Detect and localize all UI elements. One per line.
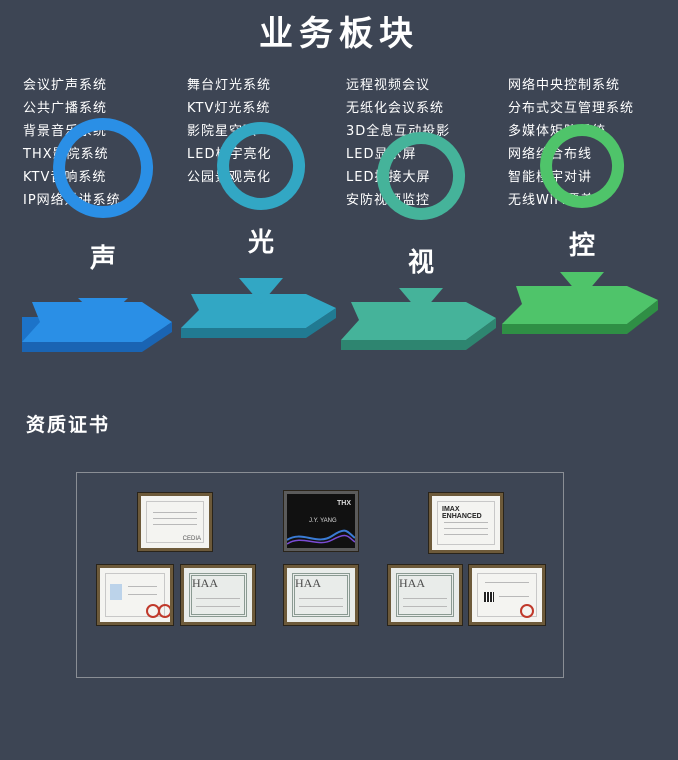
service-item: 舞台灯光系统 (187, 78, 272, 93)
service-item: KTV灯光系统 (187, 101, 271, 116)
service-item: LED拼接大屏 (346, 170, 431, 185)
category-label: 视 (407, 248, 434, 278)
service-item: 网络中央控制系统 (508, 78, 621, 93)
category-label: 光 (247, 228, 274, 258)
certificate-brand: IMAX ENHANCED (442, 506, 482, 520)
page-title: 业务板块 (259, 14, 419, 54)
map-pin-arrow-icon (341, 132, 496, 350)
category-label: 声 (89, 244, 116, 274)
certificate-professional (468, 564, 546, 626)
map-pin-arrow-icon (502, 124, 658, 334)
certificate-professional (96, 564, 174, 626)
certificate-brand: HAA (295, 576, 321, 590)
category-control: 控 (502, 124, 662, 348)
category-video: 视 (341, 132, 501, 360)
service-column-light: 舞台灯光系统 KTV灯光系统 影院星空顶 LED楼宇亮化 公园景观亮化 (187, 74, 271, 189)
service-item: 公共广播系统 (23, 101, 108, 116)
certificate-brand: CEDIA (182, 536, 201, 542)
wave-graphic-icon (287, 529, 355, 545)
certificate-holder: J.Y. YANG (309, 518, 337, 524)
service-item: THX影院系统 (23, 147, 109, 162)
category-sound: 声 (22, 118, 182, 360)
service-item: 会议扩声系统 (23, 78, 108, 93)
certificate-thx: THX J.Y. YANG (283, 490, 359, 552)
category-light: 光 (181, 122, 341, 352)
map-pin-arrow-icon (22, 118, 172, 352)
certificate-haa: HAA (387, 564, 463, 626)
certificates-title: 资质证书 (26, 414, 111, 436)
certificate-imax: IMAX ENHANCED (428, 492, 504, 554)
certificate-haa: HAA (283, 564, 359, 626)
map-pin-arrow-icon (181, 122, 336, 338)
certificate-haa: HAA (180, 564, 256, 626)
certificate-brand: HAA (399, 576, 425, 590)
certificate-brand: THX (337, 500, 351, 507)
certificate-cedia: CEDIA (137, 492, 213, 552)
certificates-panel: CEDIA THX J.Y. YANG IMAX ENHANCED HAA HA… (76, 472, 564, 678)
service-item: 无纸化会议系统 (346, 101, 445, 116)
service-item: KTV音响系统 (23, 170, 107, 185)
certificate-brand: HAA (192, 576, 218, 590)
service-item: 远程视频会议 (346, 78, 431, 93)
category-label: 控 (568, 231, 595, 261)
service-item: 分布式交互管理系统 (508, 101, 635, 116)
